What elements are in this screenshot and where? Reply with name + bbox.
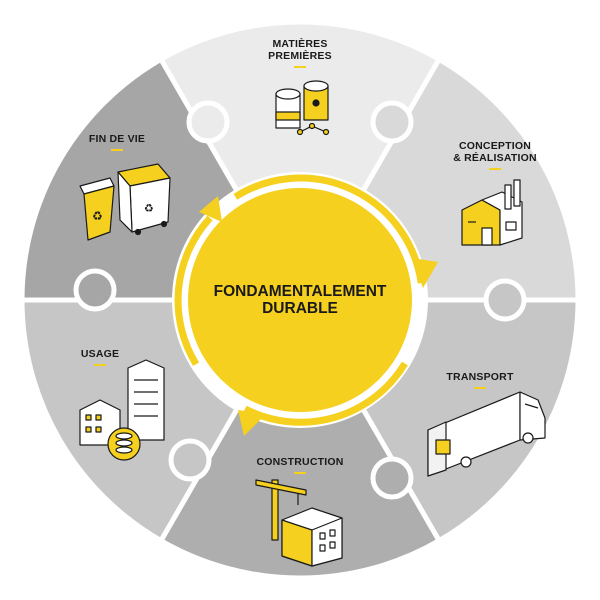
label-transport-underline <box>474 387 486 389</box>
label-conception-realisation: CONCEPTION & RÉALISATION <box>440 140 550 170</box>
label-usage-underline <box>94 364 106 366</box>
barrels-molecule-icon <box>275 80 330 136</box>
arrowhead-bottom <box>238 410 266 436</box>
svg-text:♻: ♻ <box>144 202 154 215</box>
truck-icon <box>427 391 546 477</box>
center-disk <box>188 188 412 412</box>
label-fin-de-vie-underline <box>111 149 123 151</box>
factory-icon <box>461 179 523 246</box>
arrow-arc-top <box>233 174 425 284</box>
label-conception-line2: & RÉALISATION <box>453 152 537 164</box>
label-fin-de-vie-line1: FIN DE VIE <box>88 133 146 145</box>
segment-construction <box>157 295 443 581</box>
svg-text:♻: ♻ <box>92 209 103 223</box>
label-usage: USAGE <box>70 348 130 366</box>
label-transport-line1: TRANSPORT <box>446 371 514 383</box>
label-matieres-premieres: MATIÈRES PREMIÈRES <box>252 38 348 68</box>
label-usage-line1: USAGE <box>80 348 120 360</box>
knob-transport <box>483 278 527 322</box>
knob-construction <box>370 456 414 500</box>
cycle-arrowheads <box>199 196 438 436</box>
crane-building-icon <box>255 479 343 567</box>
label-matieres-underline <box>294 66 306 68</box>
label-construction-line1: CONSTRUCTION <box>256 456 344 468</box>
knob-usage <box>168 438 212 482</box>
center-title: FONDAMENTALEMENT DURABLE <box>190 283 410 317</box>
arrowhead-left <box>199 196 222 222</box>
label-fin-de-vie: FIN DE VIE <box>72 133 162 151</box>
buildings-coins-icon <box>79 359 165 461</box>
arrow-arc-bottom <box>243 361 408 426</box>
puzzle-knobs <box>73 100 527 500</box>
knob-conception <box>370 100 414 144</box>
cycle-arrows <box>174 174 425 426</box>
knob-fin-de-vie <box>73 268 117 312</box>
label-transport: TRANSPORT <box>432 371 528 389</box>
label-matieres-line2: PREMIÈRES <box>268 50 332 62</box>
arrow-arc-left <box>174 215 213 367</box>
label-construction-underline <box>294 472 306 474</box>
label-conception-underline <box>489 168 501 170</box>
knob-matieres <box>186 100 230 144</box>
arrowhead-right <box>412 258 438 288</box>
label-conception-line1: CONCEPTION <box>458 140 531 152</box>
label-construction: CONSTRUCTION <box>244 456 356 474</box>
recycling-bins-icon: ♻ ♻ <box>79 163 171 241</box>
label-matieres-line1: MATIÈRES <box>272 38 328 50</box>
center-title-line1: FONDAMENTALEMENT <box>213 283 387 300</box>
segment-matieres <box>157 19 443 305</box>
center-title-line2: DURABLE <box>262 300 338 317</box>
